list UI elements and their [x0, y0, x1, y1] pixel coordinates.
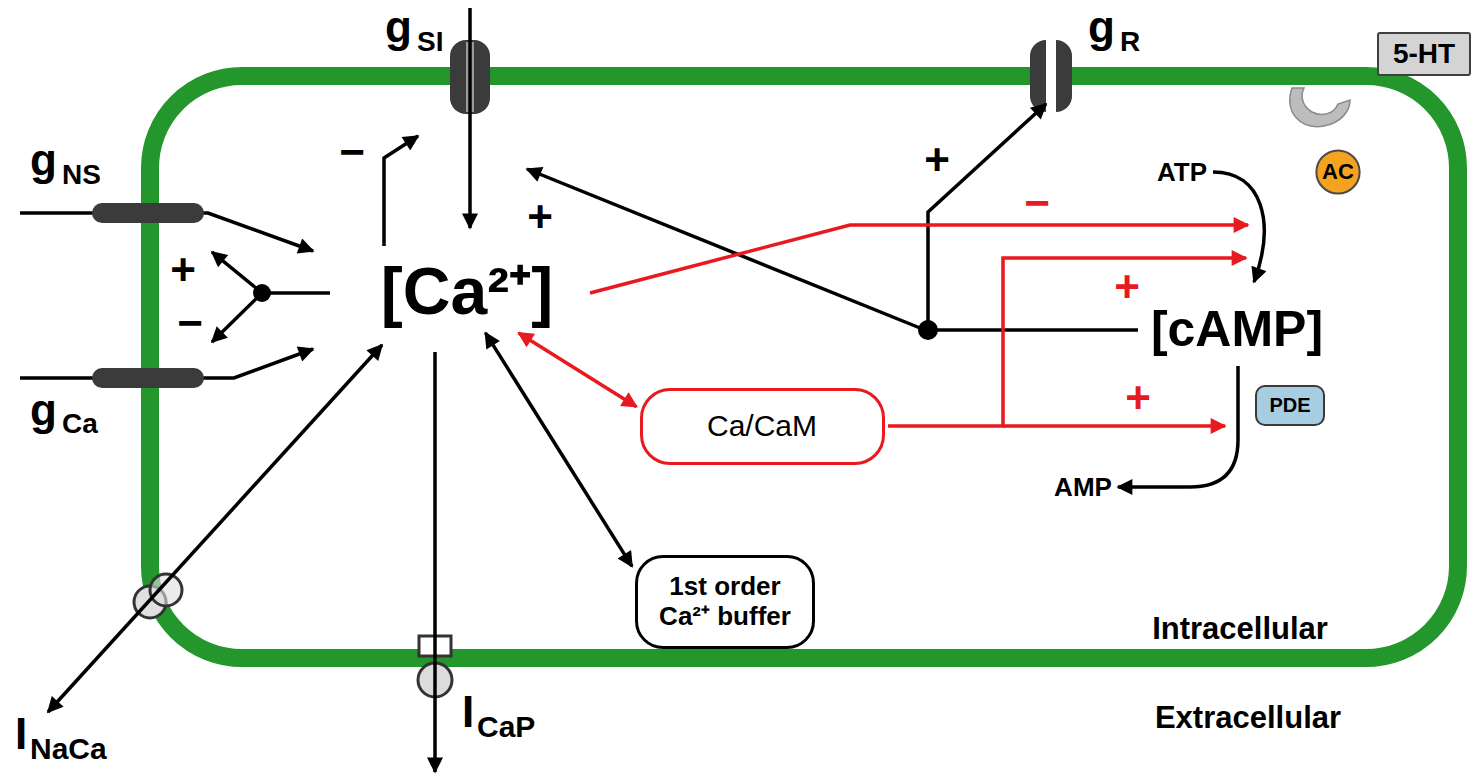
node-text: Ca/CaM: [707, 409, 817, 444]
cell-membrane: [150, 76, 1458, 658]
channel-symbol: [92, 203, 204, 223]
region-label: Extracellular: [1155, 702, 1341, 733]
concentration-label: [Ca²⁺]: [375, 254, 559, 330]
node-text: 5-HT: [1393, 38, 1455, 70]
buffer-box: 1st order Ca²⁺ buffer: [635, 555, 815, 649]
sign-label: −: [339, 130, 365, 174]
synthesis-arrow: [1213, 172, 1264, 282]
current-subscript: NaCa: [30, 734, 107, 764]
node-text: PDE: [1269, 394, 1310, 417]
region-label: Intracellular: [1152, 613, 1328, 644]
sign-label: +: [1125, 376, 1151, 420]
conductance-symbol: g: [30, 388, 57, 432]
conductance-symbol: g: [385, 5, 412, 49]
sign-label: +: [170, 248, 196, 292]
conductance-symbol: g: [1088, 5, 1115, 49]
conductance-subscript: R: [1120, 28, 1140, 56]
modulation-line: [928, 328, 1138, 332]
modulation-arrow: [212, 252, 262, 293]
hydrolysis-arrow: [1118, 366, 1238, 487]
enzyme-box: PDE: [1255, 385, 1324, 426]
sign-label: −: [1024, 181, 1050, 225]
modulation-arrow: [212, 293, 262, 342]
modulation-arrow: [384, 136, 418, 246]
receptor-symbol: [1290, 88, 1350, 127]
pump-arrow: [433, 352, 437, 772]
conductance-subscript: Ca: [62, 410, 98, 438]
modulation-line: [262, 291, 330, 295]
activation-arrow: [1003, 424, 1225, 428]
node-text: [cAMP]: [1151, 301, 1323, 359]
binding-arrow: [519, 333, 637, 407]
node-text: 1st order Ca²⁺ buffer: [650, 572, 800, 632]
conductance-symbol: g: [30, 138, 57, 182]
exchanger-symbol: [150, 574, 182, 606]
molecule-label: ATP: [1157, 159, 1207, 185]
exchanger-arrow: [48, 345, 382, 712]
enzyme-circle: AC: [1315, 149, 1361, 195]
channel-symbol: [92, 368, 204, 388]
sign-label: +: [1114, 265, 1140, 309]
circle-outline: [1316, 150, 1359, 193]
sign-label: +: [924, 138, 950, 182]
node-text: [Ca²⁺]: [381, 254, 553, 330]
modulation-arrow: [527, 169, 925, 330]
conductance-subscript: NS: [62, 161, 101, 189]
ligand-box: 5-HT: [1377, 32, 1471, 76]
current-symbol: I: [462, 690, 474, 734]
complex-box: Ca/CaM: [640, 388, 885, 465]
current-arrow: [468, 8, 472, 228]
sign-label: −: [177, 301, 203, 345]
sign-label: +: [527, 195, 553, 239]
current-subscript: CaP: [477, 712, 535, 742]
node-text: AC: [1322, 159, 1354, 184]
conductance-subscript: SI: [417, 28, 443, 56]
concentration-label: [cAMP]: [1147, 301, 1327, 359]
current-symbol: I: [15, 712, 27, 756]
molecule-label: AMP: [1054, 474, 1112, 500]
channel-pore: [1046, 38, 1056, 114]
buffering-arrow: [485, 333, 632, 566]
